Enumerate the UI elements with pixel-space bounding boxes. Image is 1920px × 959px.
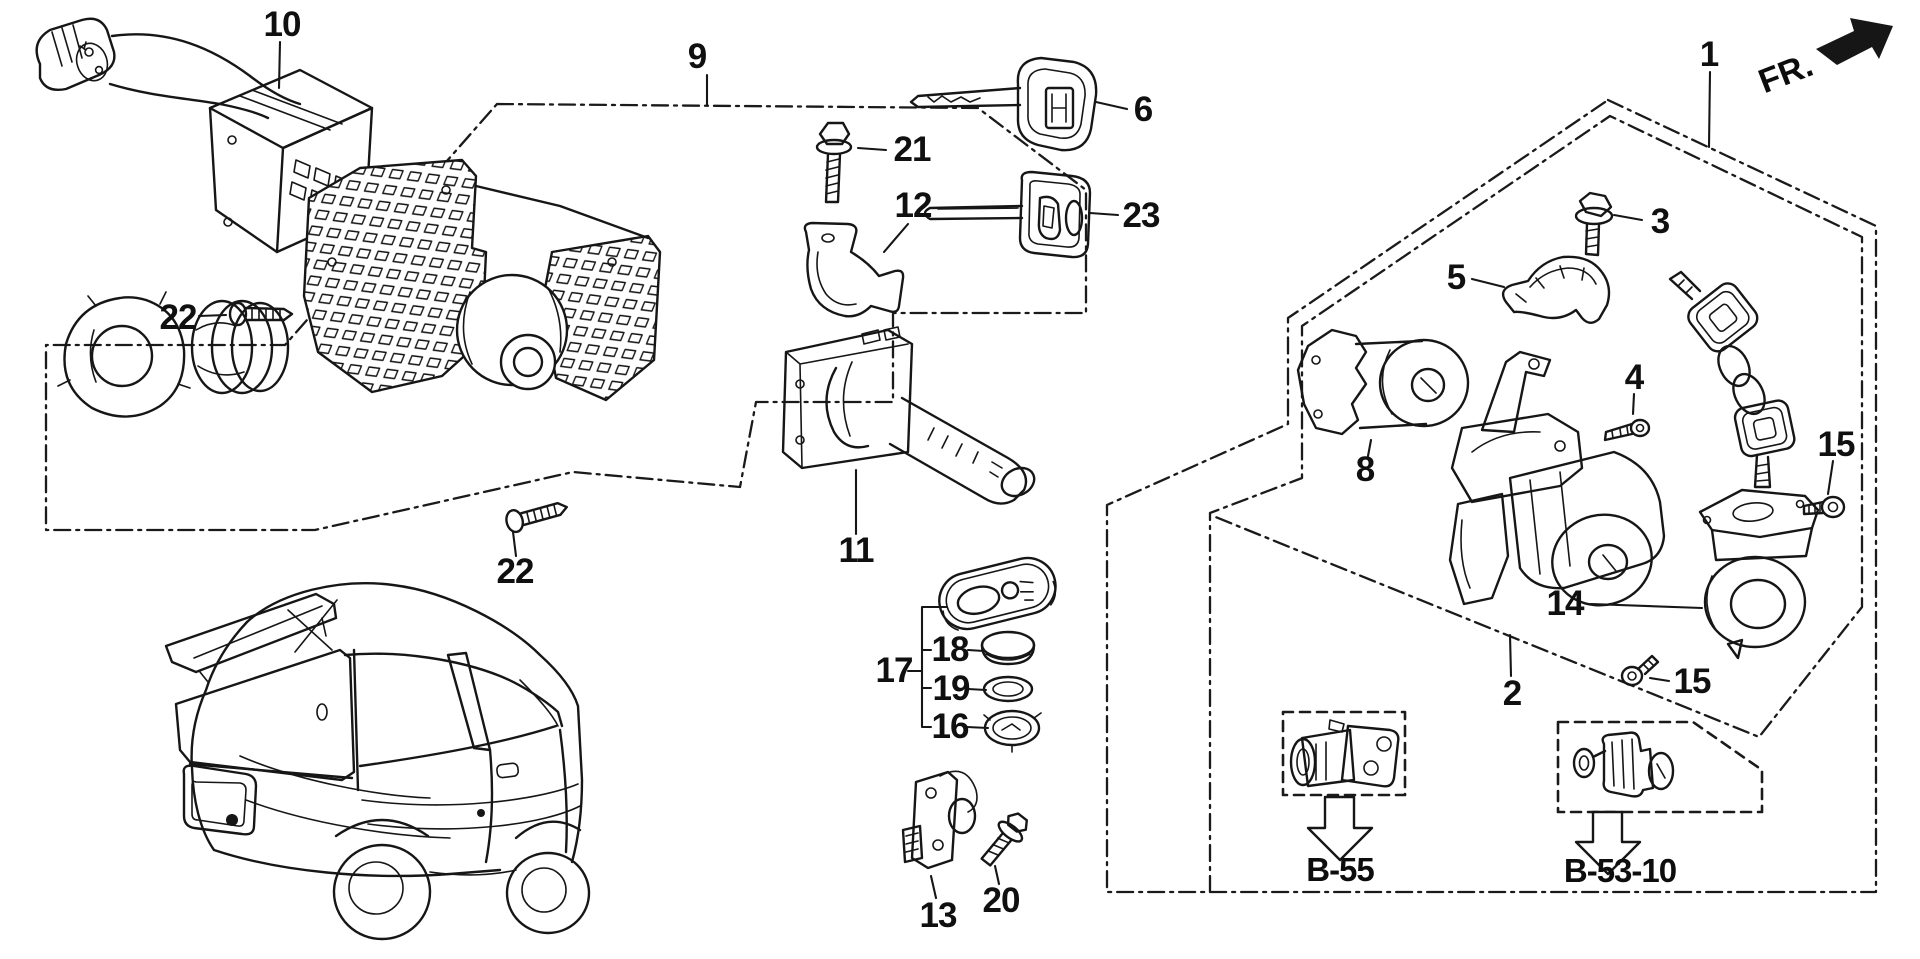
leader-23 [1088,211,1120,217]
callout-22b[interactable]: 22 [496,552,535,591]
callout-17[interactable]: 17 [875,651,914,690]
callout-9[interactable]: 9 [687,37,707,76]
callout-2[interactable]: 2 [1502,674,1522,713]
leader-18 [966,648,986,653]
b53-10-dashed-box [1556,720,1764,814]
b55-arrow-icon [1306,795,1374,862]
callout-12[interactable]: 12 [894,186,933,225]
key-set-on-ring [1668,270,1796,489]
ref-link-b55[interactable]: B-55 [1306,851,1375,888]
leader-21 [856,146,888,152]
callout-21[interactable]: 21 [893,130,932,169]
callout-15b[interactable]: 15 [1673,662,1712,701]
part-14-immobilizer-ring [1698,488,1820,660]
callout-20[interactable]: 20 [982,881,1021,920]
b53-10-lock-cylinder [1572,731,1675,798]
callout-1[interactable]: 1 [1699,35,1719,74]
group-1-boundary-inner [1208,114,1864,894]
callout-19[interactable]: 19 [932,669,971,708]
part-13-key-cylinder-switch [901,770,978,870]
part-4-screw [1603,418,1651,442]
leader-2 [1508,633,1513,678]
group-1-boundary-outer [1105,98,1878,894]
part-12-bracket [803,221,905,318]
leader-15a [1826,459,1835,496]
ref-link-b53-10[interactable]: B-53-10 [1563,852,1677,889]
fr-direction-arrow-icon [1816,18,1893,65]
leader-6 [1094,100,1129,111]
callout-13[interactable]: 13 [919,896,958,935]
part-21-bolt [815,121,853,204]
leader-4 [1631,392,1636,416]
b55-dashed-box [1281,710,1407,797]
leader-15b [1648,676,1671,683]
callout-18[interactable]: 18 [931,630,970,669]
b53-10-arrow-icon [1574,810,1642,876]
part-22b-screw [505,501,568,534]
callout-10[interactable]: 10 [263,5,302,44]
leader-10 [277,40,282,90]
bracket-17 [906,605,949,729]
leader-lines [197,40,1835,900]
callout-5[interactable]: 5 [1446,258,1466,297]
leader-1 [1707,70,1712,149]
group-9-boundary [44,102,1088,532]
part-17-remote-transmitter [938,556,1057,631]
b55-door-lock-cylinder [1289,719,1400,788]
part-18-remote-button [980,630,1036,666]
part-16-remote-back-cover [983,709,1042,753]
callout-23[interactable]: 23 [1122,196,1161,235]
part-11-wiper-switch [781,326,1036,505]
steering-lock-ring-and-springs [57,291,290,418]
vehicle-rear-three-quarter-view [164,582,591,941]
leader-20 [993,864,1001,886]
part-20-bolt [980,812,1028,867]
part-23-key [923,170,1092,259]
leader-5 [1470,277,1506,289]
part-5-clamp [1501,255,1611,324]
part-9-column-switch-body [302,158,662,402]
part-15b-screw [1620,654,1660,687]
callout-4[interactable]: 4 [1624,358,1644,397]
part-22a-screw [228,301,294,327]
leader-8 [1366,438,1373,458]
part-6-key [909,56,1098,152]
leader-22b [511,530,518,558]
callout-8[interactable]: 8 [1355,450,1375,489]
leader-13 [929,874,938,900]
callout-16[interactable]: 16 [931,707,970,746]
steering-lock-assembly [1448,350,1666,607]
callout-15a[interactable]: 15 [1817,425,1856,464]
leader-3 [1612,213,1644,222]
callout-11[interactable]: 11 [838,531,875,570]
leader-12 [882,222,910,254]
part-3-bolt [1574,191,1614,257]
callout-14[interactable]: 14 [1546,584,1585,623]
callout-6[interactable]: 6 [1133,90,1153,129]
callout-3[interactable]: 3 [1650,202,1670,241]
part-8-ignition-switch [1296,328,1470,436]
callout-22a[interactable]: 22 [159,298,198,337]
part-19-gasket [982,675,1034,703]
leader-22a [197,313,228,318]
